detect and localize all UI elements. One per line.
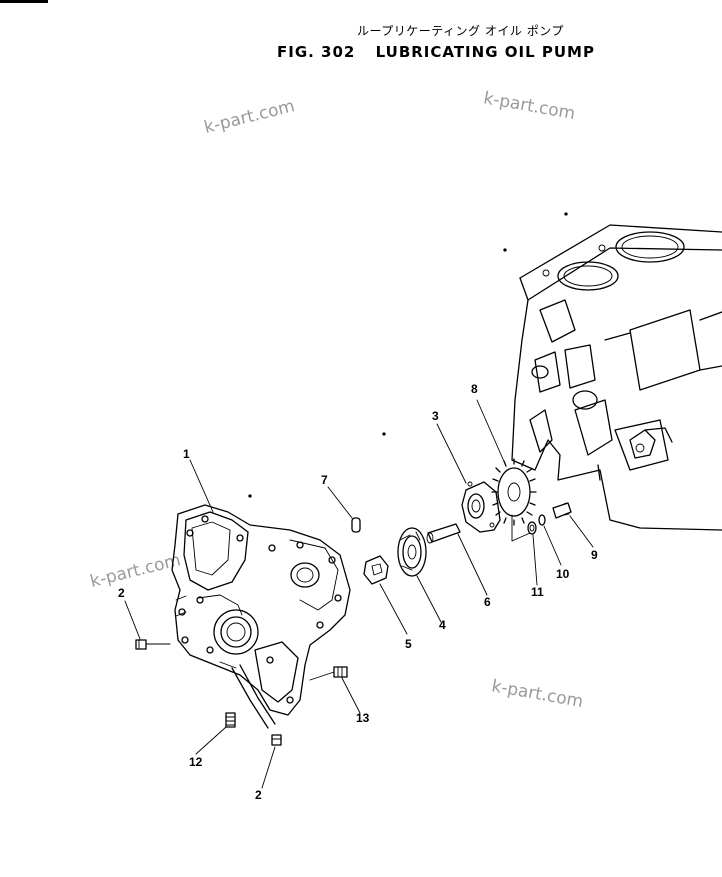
part-11-washer bbox=[527, 521, 537, 535]
part-10-washer bbox=[538, 514, 546, 526]
part-2-plug-lower bbox=[271, 734, 282, 746]
callout-4: 4 bbox=[439, 618, 446, 632]
part-8-gear bbox=[491, 458, 537, 526]
part-1-gear-case bbox=[171, 504, 351, 729]
callout-9: 9 bbox=[591, 548, 598, 562]
callout-5: 5 bbox=[405, 637, 412, 651]
callout-2-upper: 2 bbox=[118, 586, 125, 600]
part-4-rotor bbox=[397, 527, 427, 577]
callout-6: 6 bbox=[484, 595, 491, 609]
callout-13: 13 bbox=[356, 711, 370, 725]
part-13-plug bbox=[309, 666, 348, 681]
leader-lines bbox=[124, 399, 594, 789]
figure-title: FIG. 302 LUBRICATING OIL PUMP bbox=[277, 43, 595, 61]
figure-number: FIG. 302 bbox=[277, 43, 356, 61]
callout-3: 3 bbox=[432, 409, 439, 423]
callout-11: 11 bbox=[531, 585, 544, 599]
part-12-plug bbox=[225, 712, 236, 728]
cylinder-block bbox=[511, 224, 722, 531]
corner-mark bbox=[0, 0, 48, 3]
callout-1: 1 bbox=[183, 447, 190, 461]
callout-7: 7 bbox=[321, 473, 328, 487]
figure-title-japanese: ループリケーティング オイル ポンプ bbox=[357, 24, 564, 38]
callout-12: 12 bbox=[189, 755, 203, 769]
part-9-bolt bbox=[552, 502, 572, 519]
part-3-pump-body bbox=[461, 481, 501, 533]
part-7-pin bbox=[351, 517, 361, 533]
callout-8: 8 bbox=[471, 382, 478, 396]
part-5-bushing bbox=[363, 555, 389, 585]
callout-2-lower: 2 bbox=[255, 788, 262, 802]
callout-10: 10 bbox=[556, 567, 570, 581]
part-2-plug-upper bbox=[135, 639, 171, 650]
part-6-shaft bbox=[426, 523, 461, 544]
figure-name: LUBRICATING OIL PUMP bbox=[375, 43, 595, 61]
